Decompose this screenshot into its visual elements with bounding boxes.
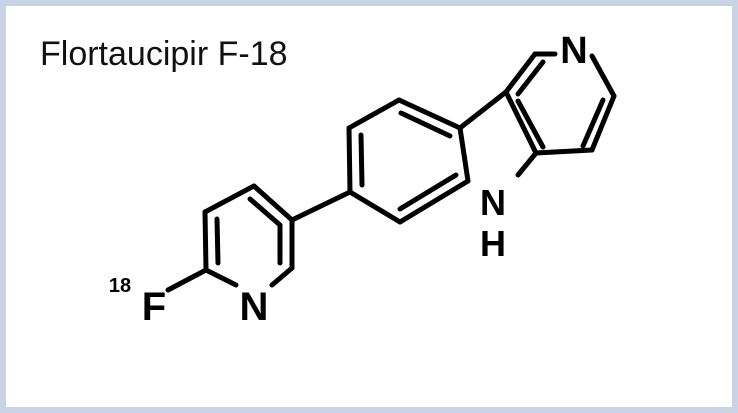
carbon-fluorine-bond (165, 267, 209, 293)
isotope-superscript: 18 (109, 275, 131, 297)
lower-nitrogen-label: N (240, 285, 269, 329)
pyrrole-ring (457, 89, 546, 184)
fluorine-label: F (142, 285, 166, 329)
benzene-ring (346, 97, 471, 225)
compound-name: Flortaucipir F-18 (40, 35, 288, 73)
indole-hydrogen-label: H (480, 223, 506, 264)
pyridine-nitrogen-label: N (560, 30, 587, 72)
pyridine-ring-top (503, 51, 617, 156)
biaryl-bond (289, 189, 353, 223)
indole-nitrogen-label: N (480, 182, 506, 223)
pyridine-ring-lower (202, 183, 295, 288)
